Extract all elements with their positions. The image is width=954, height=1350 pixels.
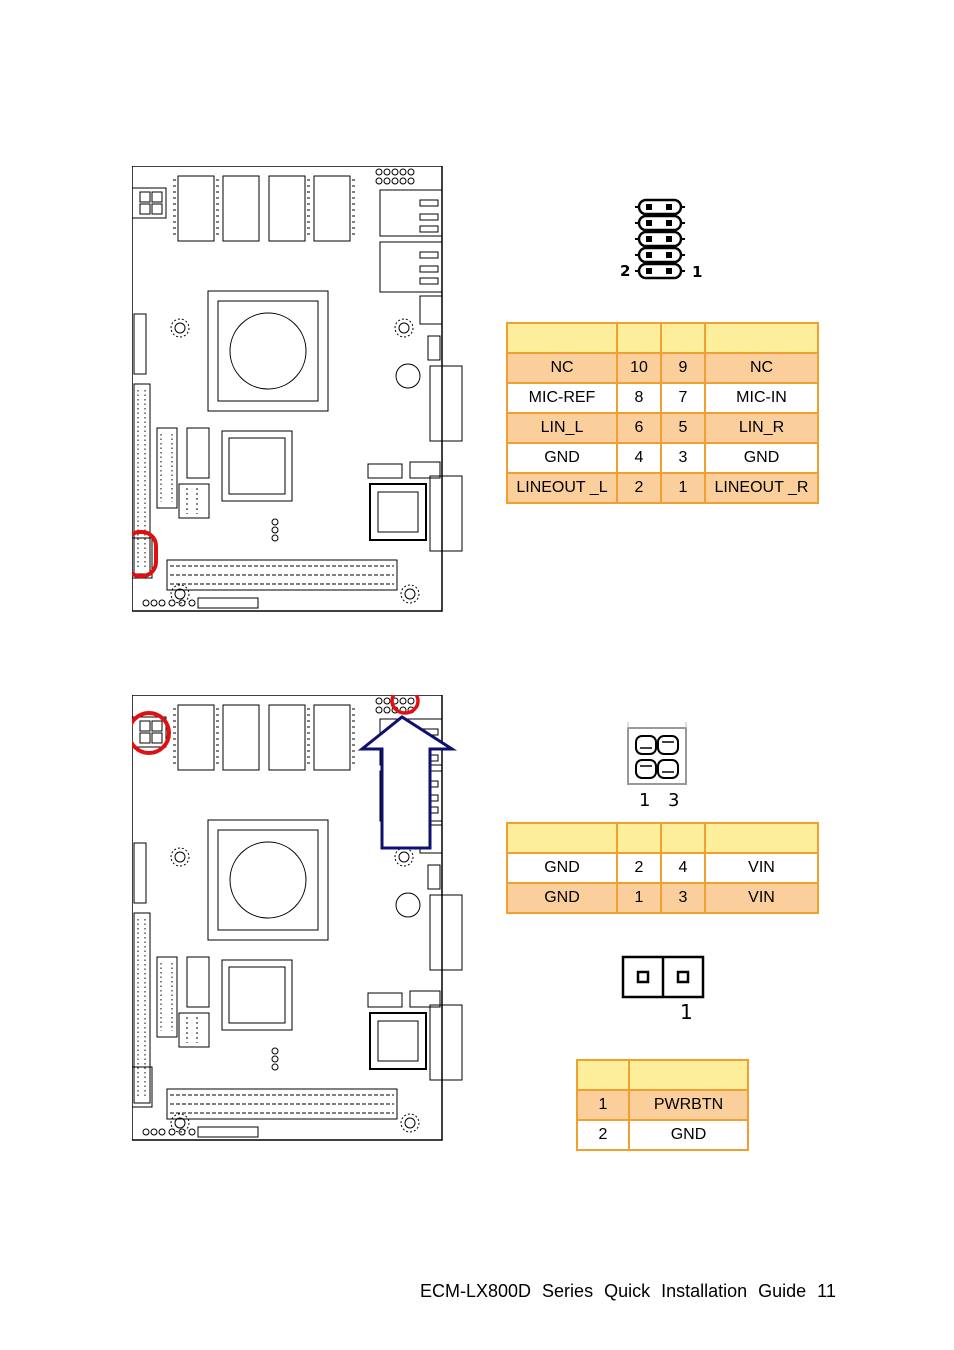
table-header-row <box>506 322 819 354</box>
power-connector-highlight <box>132 711 171 755</box>
audio-pin-label-right: 1 <box>692 263 702 281</box>
audio-header-highlight <box>132 530 158 578</box>
audio-header-pin-diagram: 2 1 <box>620 198 702 281</box>
pwrbtn-pin-label: 1 <box>680 1000 693 1024</box>
power-button-pin-diagram: 1 <box>621 955 705 1024</box>
pointer-arrow <box>357 715 458 850</box>
board-diagram-bottom <box>132 695 463 1141</box>
power-button-highlight <box>390 695 420 715</box>
table-header-row <box>576 1059 749 1091</box>
power-pin-label-right: 3 <box>668 790 679 810</box>
power-pin-label-left: 1 <box>639 790 650 810</box>
page-footer: ECM-LX800D Series Quick Installation Gui… <box>420 1281 836 1301</box>
table-header-row <box>506 822 819 854</box>
board-diagram-top <box>132 166 463 612</box>
power-connector-pin-diagram: 1 3 <box>627 722 687 810</box>
audio-pin-label-left: 2 <box>620 262 630 280</box>
